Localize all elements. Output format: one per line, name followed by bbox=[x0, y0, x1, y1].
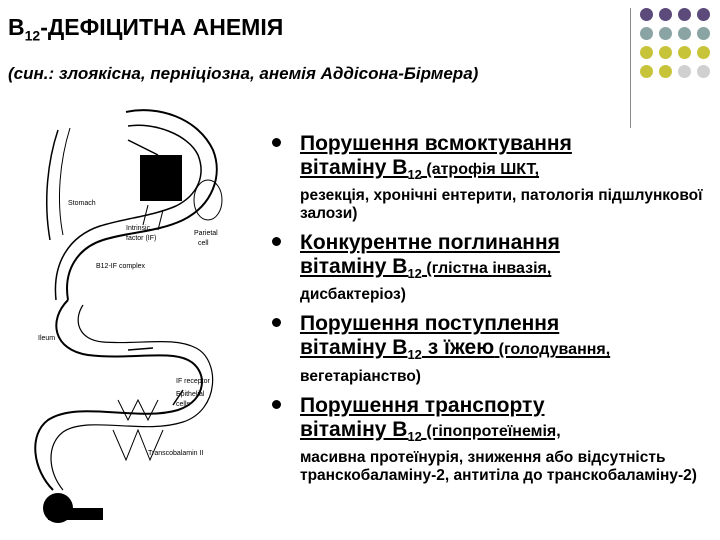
label-if-receptor: IF receptor bbox=[176, 378, 211, 385]
decorative-dot bbox=[659, 8, 672, 21]
parietal-cell bbox=[193, 179, 223, 221]
bullet-icon bbox=[272, 399, 281, 409]
label-ileum: Ileum bbox=[38, 335, 55, 342]
label-intrinsic: Intrinsic bbox=[126, 225, 151, 232]
decorative-dot bbox=[659, 27, 672, 40]
decorative-dot bbox=[678, 46, 691, 59]
label-b12-if-complex: B12-IF complex bbox=[96, 263, 146, 270]
decorative-dot bbox=[640, 8, 653, 21]
decorative-dot bbox=[640, 65, 653, 78]
decorative-dot bbox=[697, 27, 710, 40]
decorative-dot bbox=[697, 65, 710, 78]
label-intrinsic-factor: factor (IF) bbox=[126, 235, 156, 242]
decorative-dot bbox=[659, 65, 672, 78]
page-subtitle: (син.: злоякісна, перніціозна, анемія Ад… bbox=[8, 64, 479, 83]
decorative-dot bbox=[697, 46, 710, 59]
label-parietal-cell: cell bbox=[198, 240, 209, 247]
decorative-dot bbox=[678, 65, 691, 78]
decorative-dot bbox=[697, 8, 710, 21]
item-detail: дисбактеріоз) bbox=[300, 286, 406, 304]
bullet-icon bbox=[272, 237, 281, 247]
decorative-dot bbox=[640, 46, 653, 59]
decorative-dot bbox=[640, 27, 653, 40]
item-detail: резекція, хронічні ентерити, патологія п… bbox=[300, 187, 703, 223]
item-detail: вегетаріанство) bbox=[300, 367, 421, 385]
decorative-dot bbox=[678, 8, 691, 21]
label-epithelial: Epithelial bbox=[176, 391, 205, 398]
label-transcobalamin: Transcobalamin II bbox=[148, 450, 203, 457]
b12-food-block bbox=[140, 155, 182, 201]
b12-absorption-diagram: Stomach Intrinsic factor (IF) Parietal c… bbox=[34, 109, 223, 523]
scale-bar bbox=[48, 508, 103, 520]
stomach-outline bbox=[66, 109, 218, 301]
epithelial-cells bbox=[112, 398, 164, 462]
label-stomach: Stomach bbox=[68, 200, 96, 207]
label-parietal: Parietal bbox=[194, 230, 218, 237]
decorative-dot bbox=[659, 46, 672, 59]
decorative-dot-grid bbox=[640, 8, 720, 108]
bullet-icon bbox=[272, 318, 281, 328]
page-title: B12-ДЕФІЦИТНА АНЕМІЯ bbox=[8, 14, 284, 44]
decorative-dot bbox=[678, 27, 691, 40]
intestine-outline bbox=[34, 299, 203, 491]
item-detail: масивна протеїнурія, зниження або відсут… bbox=[300, 448, 697, 484]
decorative-divider bbox=[630, 8, 631, 128]
label-epithelial-cells: cells bbox=[176, 401, 191, 408]
bullet-icon bbox=[272, 138, 281, 147]
